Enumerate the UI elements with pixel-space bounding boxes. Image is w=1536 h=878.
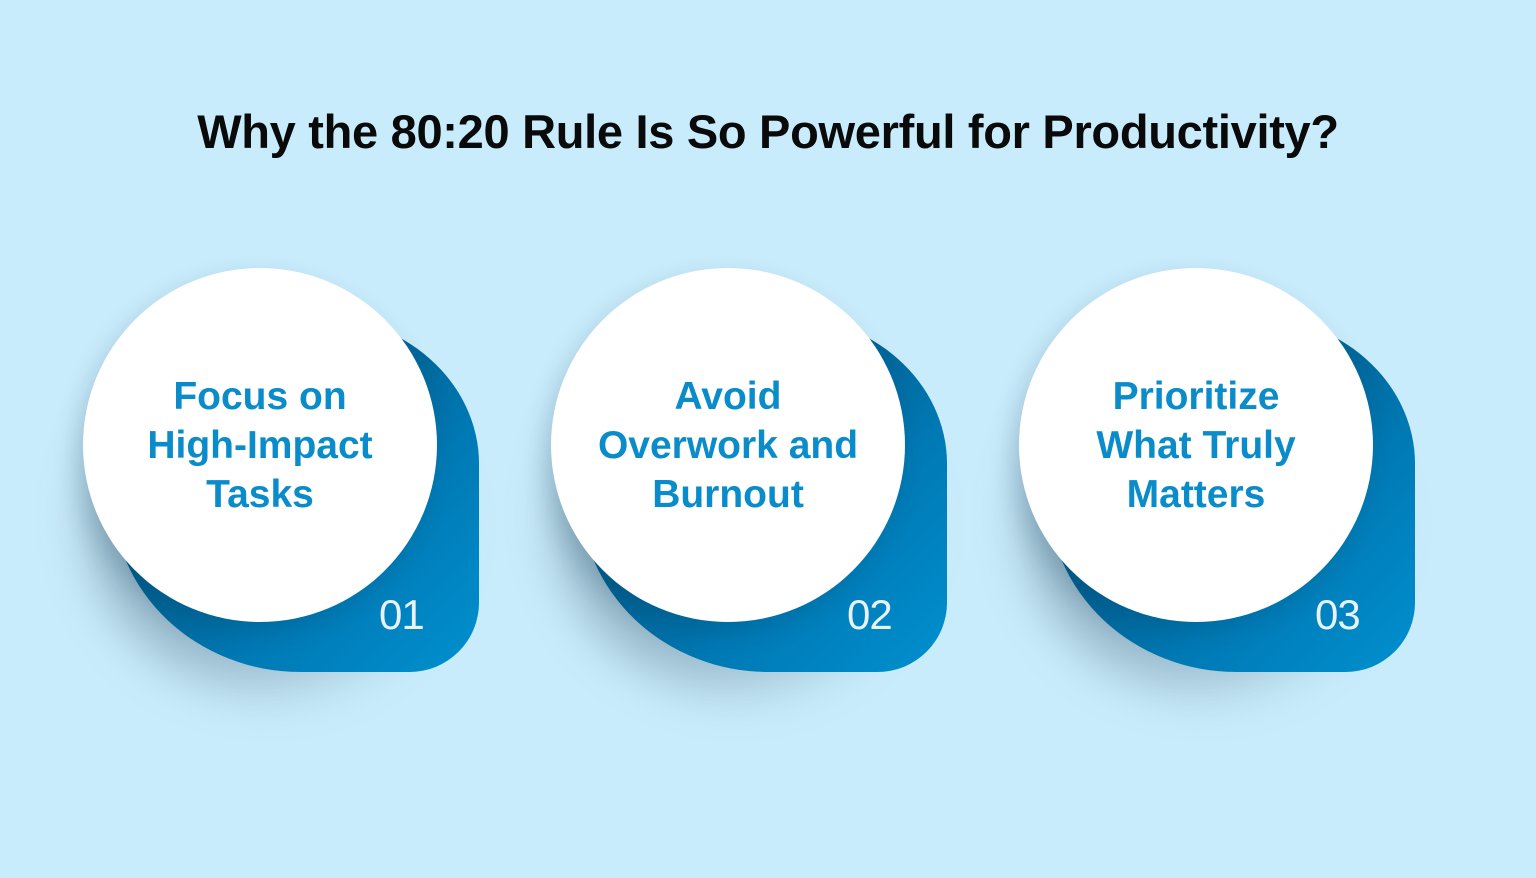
page-title: Why the 80:20 Rule Is So Powerful for Pr… <box>197 105 1339 158</box>
card-text-line: Overwork and <box>597 423 859 467</box>
card-text: Prioritize What Truly Matters <box>1046 372 1346 519</box>
card-text: Avoid Overwork and Burnout <box>578 372 878 519</box>
card-text-line: Tasks <box>206 472 314 516</box>
card-number: 02 <box>847 591 893 638</box>
card-circle: Prioritize What Truly Matters <box>1019 268 1373 622</box>
card-text-line: Burnout <box>652 472 804 516</box>
card-circle: Avoid Overwork and Burnout <box>551 268 905 622</box>
card-circle: Focus on High-Impact Tasks <box>83 268 437 622</box>
card-text-line: Focus on <box>173 374 347 418</box>
card-number: 03 <box>1315 591 1361 638</box>
card-3: Prioritize What Truly Matters 03 <box>1019 268 1419 698</box>
card-number: 01 <box>379 591 425 638</box>
card-text-line: What Truly <box>1096 423 1296 467</box>
card-text-line: Matters <box>1126 472 1266 516</box>
card-2: Avoid Overwork and Burnout 02 <box>551 268 951 698</box>
card-text: Focus on High-Impact Tasks <box>110 372 410 519</box>
card-text-line: High-Impact <box>147 423 373 467</box>
card-text-line: Prioritize <box>1112 374 1280 418</box>
card-text-line: Avoid <box>674 374 782 418</box>
card-1: Focus on High-Impact Tasks 01 <box>83 268 483 698</box>
